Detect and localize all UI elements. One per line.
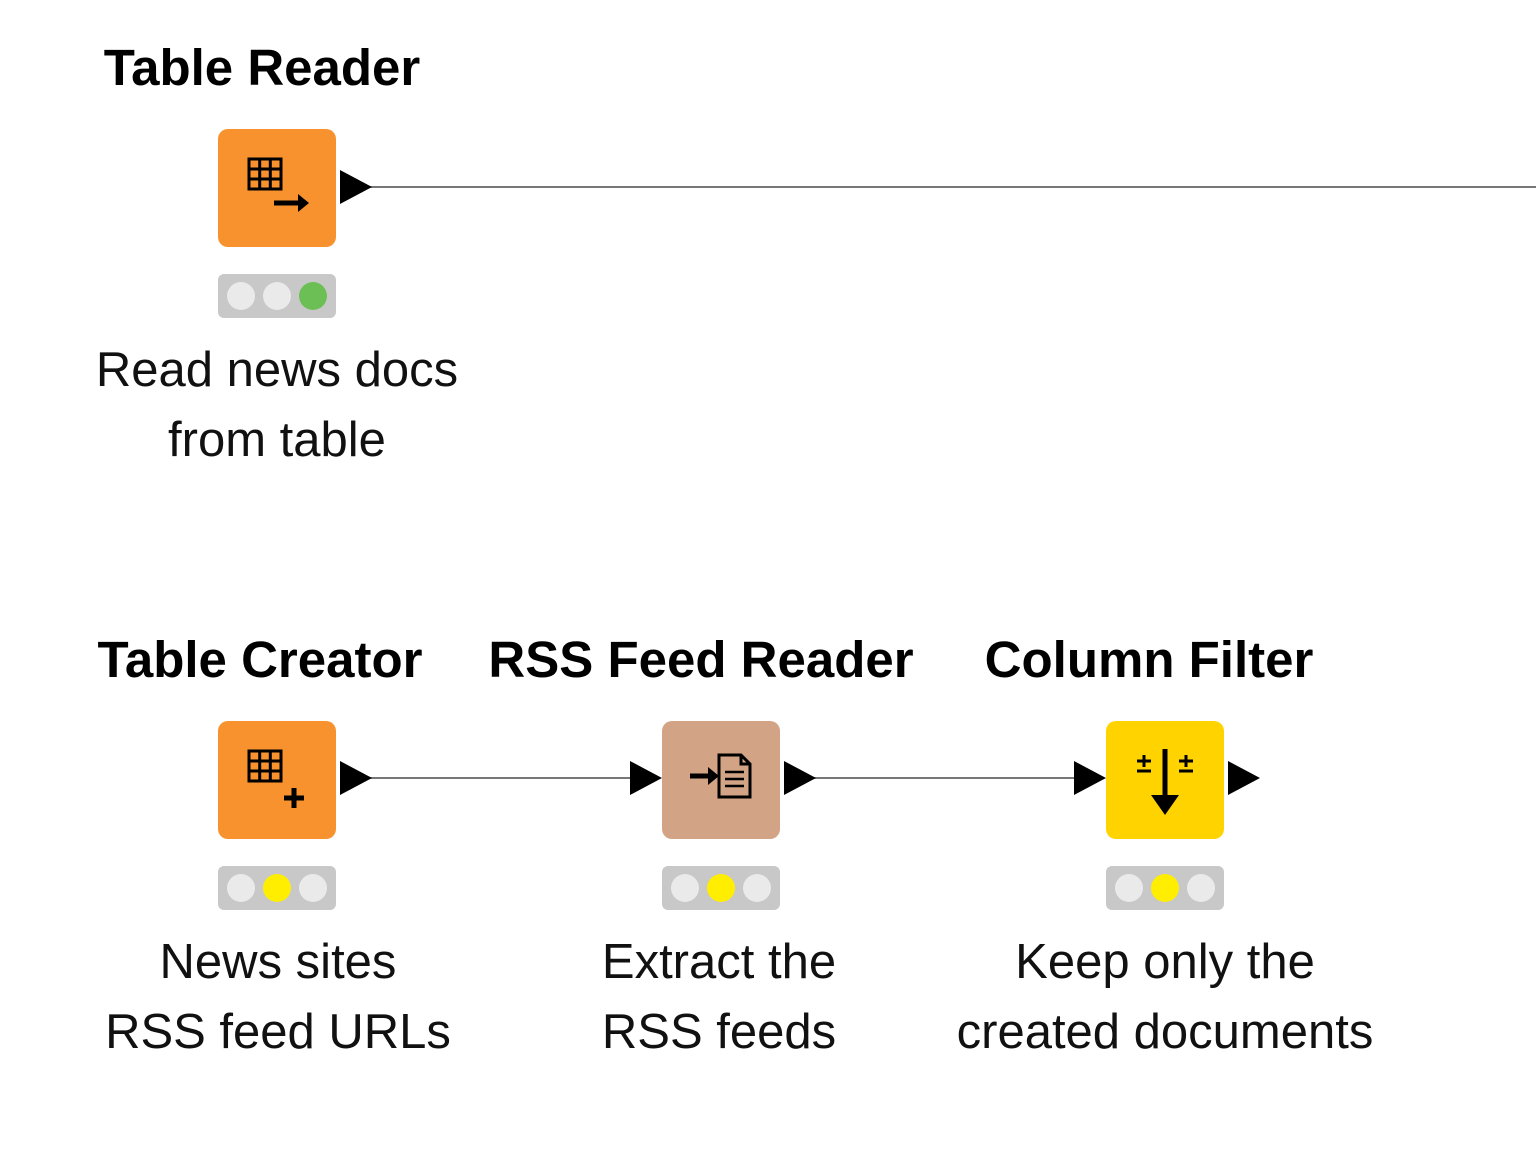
output-port-rss-feed-reader[interactable] xyxy=(784,761,816,795)
connection-table-reader-out[interactable] xyxy=(370,186,1536,188)
description-line: created documents xyxy=(956,1005,1374,1059)
connection-table-creator-to-rss[interactable] xyxy=(370,777,632,779)
status-lights-table-reader xyxy=(218,274,336,318)
input-port-rss-feed-reader[interactable] xyxy=(630,761,662,795)
node-table-reader[interactable] xyxy=(218,129,336,247)
node-description-table-reader[interactable]: Read news docs from table xyxy=(96,335,458,475)
document-import-icon xyxy=(690,753,752,799)
output-port-column-filter[interactable] xyxy=(1228,761,1260,795)
description-line: RSS feeds xyxy=(601,1005,837,1059)
output-port-table-creator[interactable] xyxy=(340,761,372,795)
status-light-red xyxy=(1115,874,1143,902)
node-title-table-reader: Table Reader xyxy=(103,39,421,96)
status-lights-column-filter xyxy=(1106,866,1224,910)
status-light-green xyxy=(743,874,771,902)
node-title-rss-feed-reader: RSS Feed Reader xyxy=(488,631,914,688)
node-description-rss-feed-reader[interactable]: Extract the RSS feeds xyxy=(602,927,836,1067)
table-arrow-icon xyxy=(247,157,309,212)
description-line: Keep only the xyxy=(1015,935,1315,989)
column-filter-icon xyxy=(1137,749,1193,815)
status-light-yellow xyxy=(263,282,291,310)
status-lights-rss-feed-reader xyxy=(662,866,780,910)
node-title-table-creator: Table Creator xyxy=(97,631,423,688)
description-line: RSS feed URLs xyxy=(105,1005,451,1059)
node-column-filter[interactable] xyxy=(1106,721,1224,839)
status-light-yellow xyxy=(263,874,291,902)
table-plus-icon xyxy=(247,749,304,808)
status-light-green xyxy=(299,874,327,902)
node-table-creator[interactable] xyxy=(218,721,336,839)
status-light-yellow xyxy=(1151,874,1179,902)
status-light-red xyxy=(671,874,699,902)
output-port-table-reader[interactable] xyxy=(340,170,372,204)
node-description-table-creator[interactable]: News sites RSS feed URLs xyxy=(105,927,451,1067)
status-light-yellow xyxy=(707,874,735,902)
input-port-column-filter[interactable] xyxy=(1074,761,1106,795)
node-title-column-filter: Column Filter xyxy=(984,631,1314,688)
status-light-red xyxy=(227,282,255,310)
description-line: from table xyxy=(168,413,386,467)
status-lights-table-creator xyxy=(218,866,336,910)
node-rss-feed-reader[interactable] xyxy=(662,721,780,839)
description-line: Read news docs xyxy=(95,343,459,397)
description-line: News sites xyxy=(159,935,397,989)
status-light-green xyxy=(1187,874,1215,902)
status-light-green xyxy=(299,282,327,310)
description-line: Extract the xyxy=(601,935,837,989)
connection-rss-to-column-filter[interactable] xyxy=(814,777,1076,779)
node-description-column-filter[interactable]: Keep only the created documents xyxy=(957,927,1374,1067)
status-light-red xyxy=(227,874,255,902)
